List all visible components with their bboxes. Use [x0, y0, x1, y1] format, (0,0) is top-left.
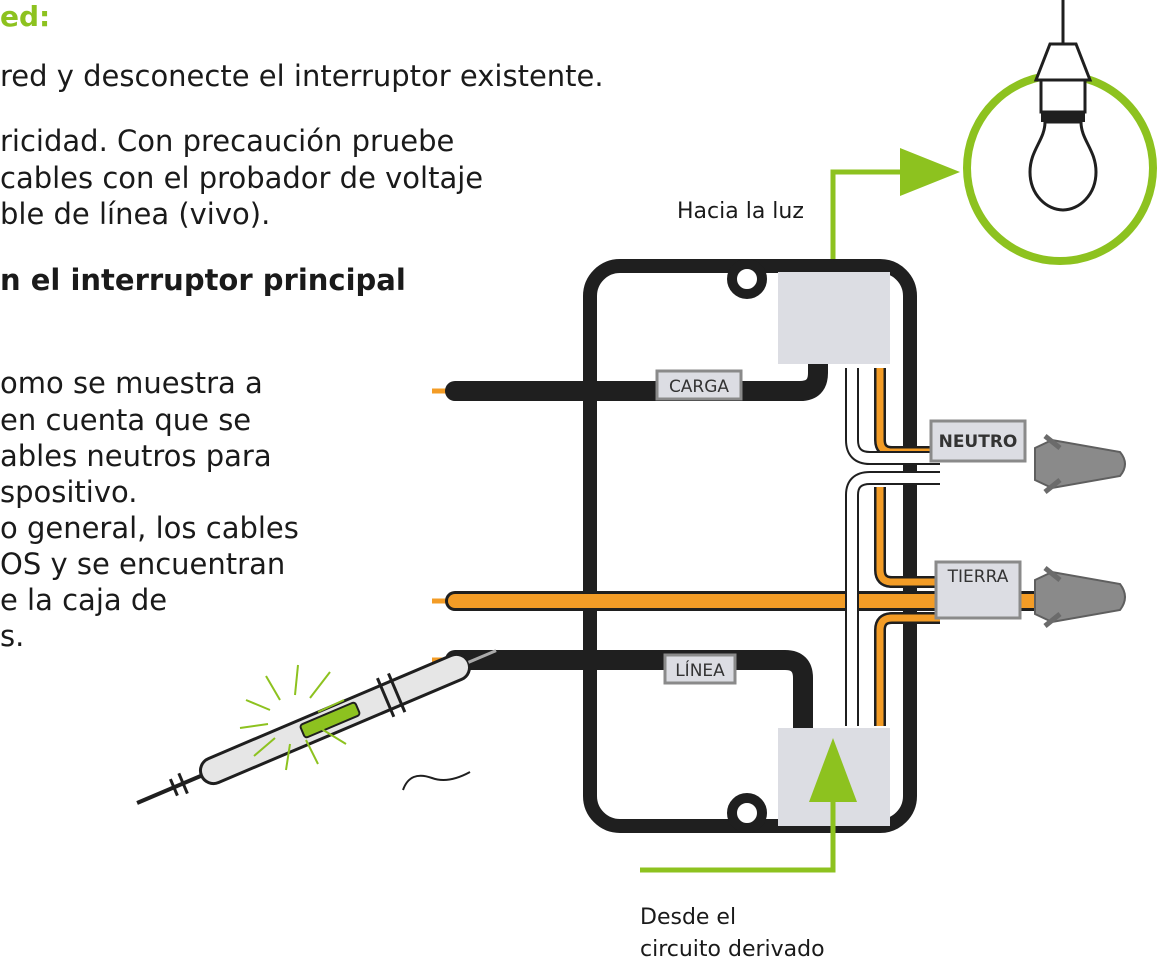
from-circuit-label-2: circuito derivado	[640, 937, 825, 962]
step-text: ricidad. Con precaución pruebe	[0, 124, 455, 158]
step-text: spositivo.	[0, 475, 138, 509]
load-label: CARGA	[655, 369, 743, 401]
step-text: s.	[0, 619, 25, 653]
step-text: ble de línea (vivo).	[0, 197, 271, 231]
neutral-wire	[845, 368, 940, 726]
step-text: o general, los cables	[0, 511, 299, 545]
wire-nut-icon	[1034, 434, 1126, 494]
light-bulb-icon	[1028, 0, 1098, 212]
load-label-text: CARGA	[669, 377, 729, 397]
voltage-tester-icon	[136, 649, 497, 805]
ground-label-text: TIERRA	[947, 567, 1009, 587]
load-wire	[445, 350, 828, 401]
terminal-top	[778, 272, 890, 364]
step-text: cables con el probador de voltaje	[0, 161, 484, 195]
section-heading: ed:	[0, 0, 51, 33]
neutral-label: NEUTRO	[929, 419, 1027, 463]
step-text: en cuenta que se	[0, 403, 252, 437]
mounting-hole	[727, 259, 767, 299]
glow-rays	[239, 664, 347, 771]
line-label: LÍNEA	[663, 653, 737, 685]
step-text-bold: n el interruptor principal	[0, 263, 406, 297]
step-text: red y desconecte el interruptor existent…	[0, 59, 604, 93]
line-wire	[445, 650, 813, 740]
to-light-label: Hacia la luz	[677, 199, 804, 224]
mounting-hole	[727, 793, 767, 833]
step-text: e la caja de	[0, 583, 168, 617]
arrow-from-circuit	[640, 738, 857, 873]
wire-nut-icon	[1034, 566, 1126, 628]
ground-label: TIERRA	[934, 560, 1022, 620]
step-text: omo se muestra a	[0, 366, 263, 400]
step-text: ables neutros para	[0, 439, 272, 473]
neutral-label-text: NEUTRO	[939, 432, 1018, 452]
line-label-text: LÍNEA	[675, 659, 725, 681]
from-circuit-label-1: Desde el	[640, 905, 737, 930]
step-text: OS y se encuentran	[0, 547, 286, 581]
